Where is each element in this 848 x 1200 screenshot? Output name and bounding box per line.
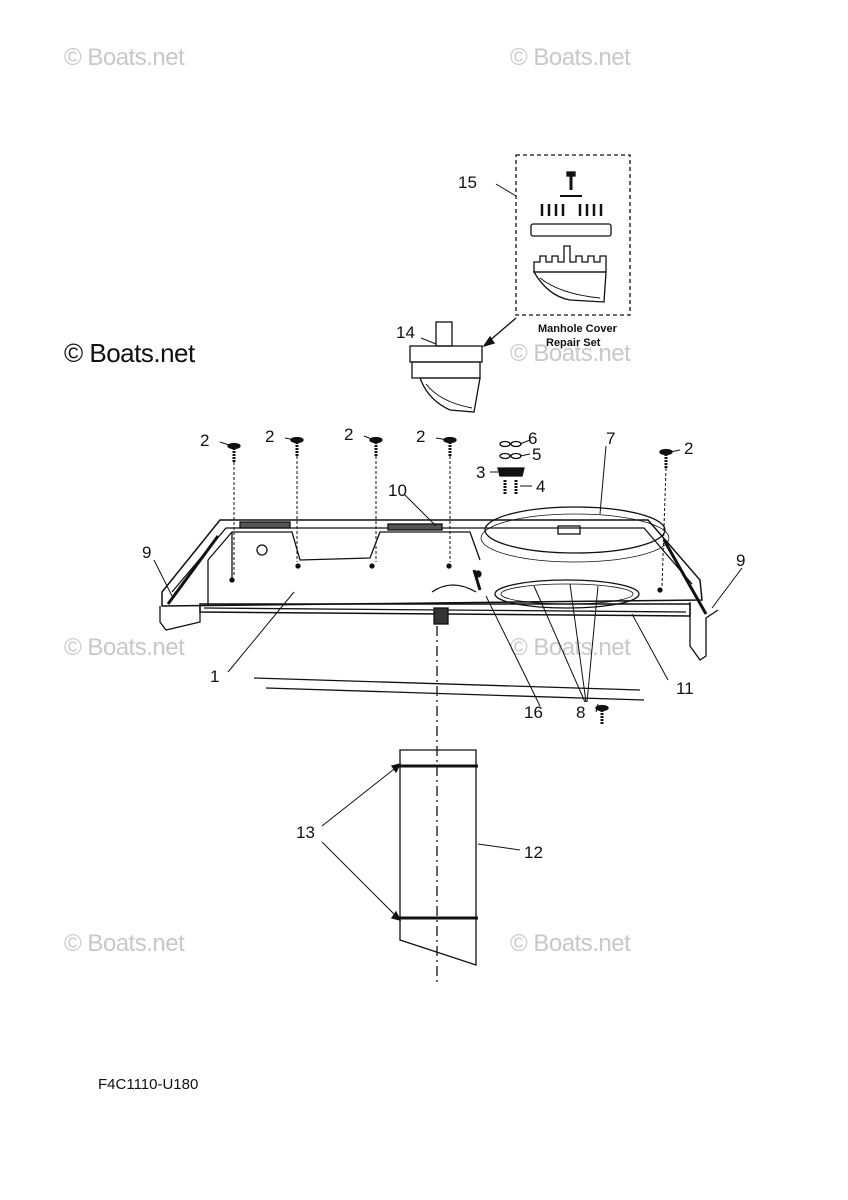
bolt-icon bbox=[503, 480, 518, 494]
repair-set-screw-icon bbox=[560, 171, 582, 197]
watermark: © Boats.net bbox=[64, 44, 185, 71]
callout-12: 12 bbox=[524, 843, 543, 862]
bracket-icon bbox=[497, 467, 525, 477]
watermark: © Boats.net bbox=[64, 634, 185, 661]
callout-2: 2 bbox=[416, 427, 425, 446]
washer-icon bbox=[499, 440, 522, 460]
callout-7: 7 bbox=[606, 429, 615, 448]
callout-1: 1 bbox=[210, 667, 219, 686]
callout-2: 2 bbox=[344, 425, 353, 444]
callout-15: 15 bbox=[458, 173, 477, 192]
callout-2: 2 bbox=[200, 431, 209, 450]
callout-3: 3 bbox=[476, 463, 485, 482]
leader-lines bbox=[153, 183, 743, 919]
deck-assembly bbox=[159, 506, 719, 701]
callout-16: 16 bbox=[524, 703, 543, 722]
callout-2: 2 bbox=[265, 427, 274, 446]
callout-9: 9 bbox=[142, 543, 151, 562]
watermark: © Boats.net bbox=[510, 340, 631, 367]
callout-11: 11 bbox=[676, 679, 694, 698]
drawing-code: F4C1110-U180 bbox=[98, 1076, 199, 1093]
callout-6: 6 bbox=[528, 429, 537, 448]
callout-5: 5 bbox=[532, 445, 541, 464]
manhole-cover-icon bbox=[409, 321, 483, 413]
callout-8: 8 bbox=[576, 703, 585, 722]
watermark: © Boats.net bbox=[510, 44, 631, 71]
screw-icon bbox=[595, 704, 609, 724]
screw-icon bbox=[290, 436, 304, 456]
screw-icon bbox=[443, 436, 457, 456]
callout-4: 4 bbox=[536, 477, 545, 496]
hatch-cover-icon bbox=[484, 506, 666, 554]
hatch-ring-icon bbox=[494, 579, 640, 609]
watermark: © Boats.net bbox=[510, 634, 631, 661]
screw-icon bbox=[227, 442, 241, 462]
callout-2: 2 bbox=[684, 439, 693, 458]
callout-9: 9 bbox=[736, 551, 745, 570]
callout-13: 13 bbox=[296, 823, 315, 842]
repair-set-small-screws-icon bbox=[540, 204, 603, 216]
repair-set-label-2: Repair Set bbox=[546, 337, 601, 349]
watermark: © Boats.net bbox=[510, 930, 631, 957]
watermark: © Boats.net bbox=[64, 930, 185, 957]
watermark-large: © Boats.net bbox=[64, 338, 195, 368]
screw-icon bbox=[369, 436, 383, 456]
repair-set-plate-icon bbox=[530, 223, 612, 237]
callout-10: 10 bbox=[388, 481, 407, 500]
repair-set-label-1: Manhole Cover bbox=[538, 323, 618, 335]
repair-set-box bbox=[515, 154, 631, 316]
hose-icon bbox=[398, 749, 478, 966]
repair-set-cover-icon bbox=[532, 245, 607, 303]
callout-14: 14 bbox=[396, 323, 415, 342]
